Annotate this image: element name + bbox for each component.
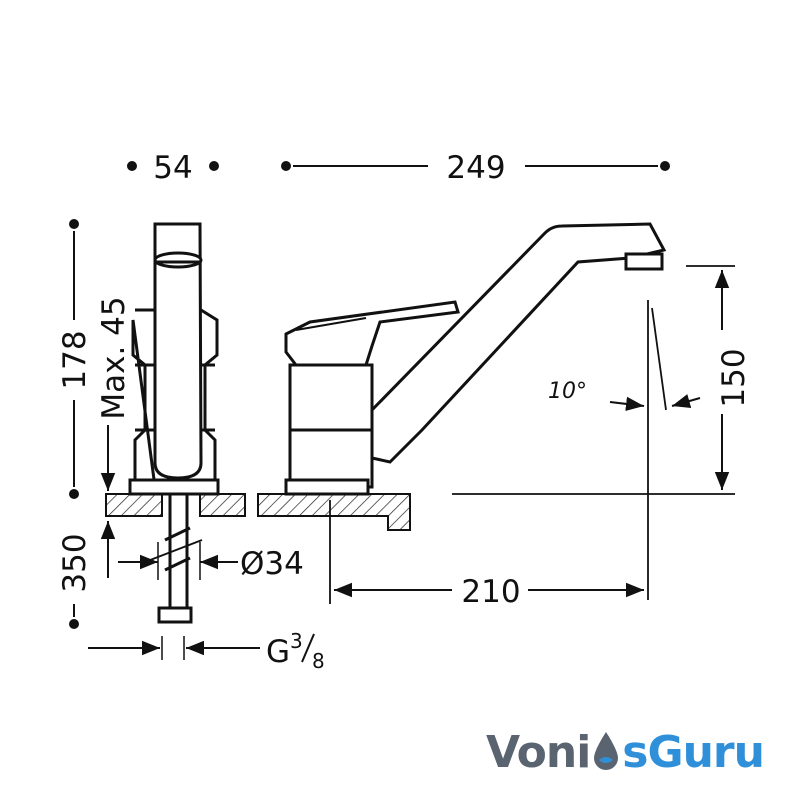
dimension-thread-g38: G 3 8 (88, 629, 325, 673)
logo-text-s: s (622, 726, 648, 778)
dim-350-label: 350 (57, 533, 93, 592)
dim-150-label: 150 (716, 348, 752, 407)
dimension-hose-350: 350 (57, 533, 93, 629)
dimension-reach-210: 210 (329, 500, 644, 610)
dimension-hole-34: Ø34 (118, 542, 304, 582)
dim-249-label: 249 (446, 150, 505, 186)
dim-54-label: 54 (153, 150, 192, 186)
dim-210-label: 210 (461, 574, 520, 610)
logo-text-voni: Voni (486, 726, 591, 778)
dim-thread-den: 8 (312, 649, 325, 673)
dim-thread-num: 3 (290, 629, 303, 653)
logo-text-guru: Guru (647, 726, 764, 778)
reference-lines (452, 265, 735, 600)
dimension-length-249: 249 (281, 150, 670, 186)
faucet-front-view (284, 222, 667, 496)
dimension-spout-height-150: 150 (714, 270, 752, 490)
countertop-right (257, 493, 411, 531)
water-drop-icon (591, 730, 621, 774)
brand-logo: Voni s Guru (486, 722, 765, 782)
dimension-width-54: 54 (127, 150, 219, 186)
dim-max45-label: Max. 45 (96, 296, 132, 419)
dim-178-label: 178 (57, 330, 93, 389)
dim-34-label: Ø34 (240, 546, 304, 582)
countertop-left (105, 493, 246, 517)
faucet-side-view (128, 222, 220, 624)
dim-thread-g: G (266, 634, 290, 670)
dimension-height-178: 178 (57, 219, 93, 499)
dim-angle-label: 10° (548, 379, 587, 404)
dimension-angle-10: 10° (548, 379, 701, 412)
dimension-max-45: Max. 45 (96, 296, 132, 578)
